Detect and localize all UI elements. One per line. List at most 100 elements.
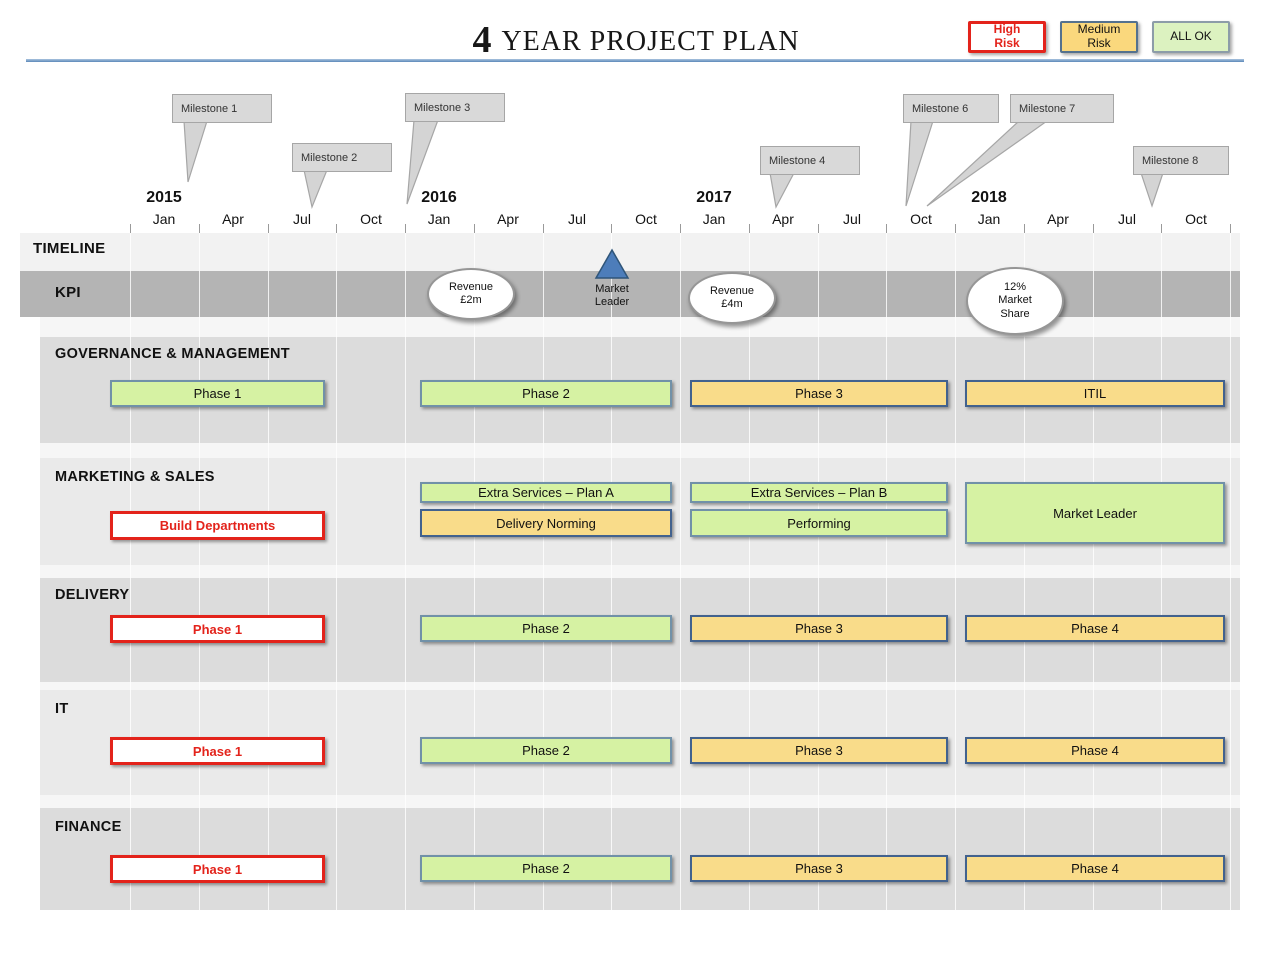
kpi-oval-market-share: 12% Market Share bbox=[966, 267, 1064, 335]
phase-bar: Phase 2 bbox=[420, 855, 672, 882]
phase-bar: Phase 2 bbox=[420, 615, 672, 642]
phase-bar: Phase 4 bbox=[965, 737, 1225, 764]
phase-bar: Phase 1 bbox=[110, 615, 325, 643]
phase-bar: Extra Services – Plan B bbox=[690, 482, 948, 503]
axis-tick bbox=[1092, 224, 1094, 233]
quarter-gridline bbox=[611, 233, 613, 910]
phase-bar: Extra Services – Plan A bbox=[420, 482, 672, 503]
milestone-callout-2: Milestone 2 bbox=[292, 143, 392, 172]
month-label: Oct bbox=[635, 211, 657, 227]
kpi-row-label: KPI bbox=[55, 284, 81, 301]
quarter-gridline bbox=[748, 233, 750, 910]
timeline-row-label: TIMELINE bbox=[33, 240, 106, 257]
month-label: Jul bbox=[843, 211, 861, 227]
title-divider bbox=[26, 59, 1244, 62]
title-number: 4 bbox=[472, 19, 492, 61]
quarter-gridline bbox=[267, 233, 269, 910]
axis-tick bbox=[542, 224, 544, 233]
month-label: Apr bbox=[1047, 211, 1069, 227]
milestone-label: Milestone 7 bbox=[1019, 102, 1076, 115]
month-label: Jan bbox=[977, 211, 1001, 227]
year-label-2015: 2015 bbox=[146, 189, 182, 206]
axis-tick bbox=[130, 224, 131, 233]
phase-bar: Market Leader bbox=[965, 482, 1225, 544]
axis-tick bbox=[955, 224, 956, 233]
section-title-governance: GOVERNANCE & MANAGEMENT bbox=[55, 346, 290, 362]
month-label: Jan bbox=[427, 211, 451, 227]
axis-tick bbox=[1023, 224, 1025, 233]
phase-bar: Phase 1 bbox=[110, 855, 325, 883]
milestone-callout-1: Milestone 1 bbox=[172, 94, 272, 123]
kpi-oval-revenue-2m: Revenue £2m bbox=[427, 268, 515, 320]
axis-tick bbox=[748, 224, 750, 233]
axis-tick bbox=[405, 224, 406, 233]
phase-bar: Delivery Norming bbox=[420, 509, 672, 537]
phase-bar: Phase 3 bbox=[690, 615, 948, 642]
phase-bar: Phase 3 bbox=[690, 855, 948, 882]
phase-bar: Phase 2 bbox=[420, 380, 672, 407]
axis-tick bbox=[198, 224, 200, 233]
title-text: YEAR PROJECT PLAN bbox=[501, 26, 800, 57]
quarter-gridline bbox=[336, 233, 338, 910]
legend-medium-risk-label: Medium Risk bbox=[1077, 22, 1121, 50]
axis-tick bbox=[680, 224, 681, 233]
axis-tick bbox=[817, 224, 819, 233]
legend-all-ok-label: ALL OK bbox=[1170, 29, 1212, 44]
month-label: Jul bbox=[293, 211, 311, 227]
quarter-gridline bbox=[542, 233, 544, 910]
month-label: Jan bbox=[152, 211, 176, 227]
quarter-gridline bbox=[1092, 233, 1094, 910]
milestone-label: Milestone 2 bbox=[301, 151, 358, 164]
quarter-gridline bbox=[198, 233, 200, 910]
quarter-gridline bbox=[473, 233, 475, 910]
kpi-triangle-icon bbox=[594, 248, 630, 279]
month-label: Oct bbox=[910, 211, 932, 227]
axis-tick bbox=[473, 224, 475, 233]
month-label: Jan bbox=[702, 211, 726, 227]
quarter-gridline bbox=[1230, 233, 1231, 910]
milestone-callout-4: Milestone 4 bbox=[760, 146, 860, 175]
milestone-callout-6: Milestone 6 bbox=[903, 94, 999, 123]
year-label-2016: 2016 bbox=[421, 189, 457, 206]
month-label: Jul bbox=[1118, 211, 1136, 227]
month-label: Jul bbox=[568, 211, 586, 227]
milestone-label: Milestone 3 bbox=[414, 101, 471, 114]
phase-bar: Phase 4 bbox=[965, 615, 1225, 642]
section-title-marketing: MARKETING & SALES bbox=[55, 469, 215, 485]
month-label: Apr bbox=[772, 211, 794, 227]
axis-tick bbox=[886, 224, 888, 233]
phase-bar: Phase 3 bbox=[690, 380, 948, 407]
phase-bar: Phase 1 bbox=[110, 737, 325, 765]
quarter-gridline bbox=[405, 233, 406, 910]
quarter-gridline bbox=[886, 233, 888, 910]
quarter-gridline bbox=[817, 233, 819, 910]
month-label: Oct bbox=[1185, 211, 1207, 227]
section-title-delivery: DELIVERY bbox=[55, 587, 130, 603]
month-label: Apr bbox=[497, 211, 519, 227]
legend-medium-risk: Medium Risk bbox=[1060, 21, 1138, 53]
quarter-gridline bbox=[955, 233, 956, 910]
phase-bar: Phase 3 bbox=[690, 737, 948, 764]
year-label-2017: 2017 bbox=[696, 189, 732, 206]
month-label: Oct bbox=[360, 211, 382, 227]
timeline-row bbox=[20, 233, 1240, 271]
phase-bar: Build Departments bbox=[110, 511, 325, 540]
month-label: Apr bbox=[222, 211, 244, 227]
milestone-callout-8: Milestone 8 bbox=[1133, 146, 1229, 175]
quarter-gridline bbox=[1023, 233, 1025, 910]
axis-tick bbox=[267, 224, 269, 233]
legend-high-risk-label: High Risk bbox=[993, 22, 1021, 50]
phase-bar: Phase 2 bbox=[420, 737, 672, 764]
axis-tick bbox=[1230, 224, 1231, 233]
milestone-callout-3: Milestone 3 bbox=[405, 93, 505, 122]
year-label-2018: 2018 bbox=[971, 189, 1007, 206]
section-title-finance: FINANCE bbox=[55, 819, 122, 835]
axis-tick bbox=[611, 224, 613, 233]
axis-tick bbox=[1161, 224, 1163, 233]
milestone-label: Milestone 8 bbox=[1142, 154, 1199, 167]
phase-bar: Phase 4 bbox=[965, 855, 1225, 882]
kpi-oval-revenue-4m: Revenue £4m bbox=[688, 272, 776, 324]
phase-bar: Performing bbox=[690, 509, 948, 537]
kpi-marker-label: Market Leader bbox=[594, 283, 630, 309]
